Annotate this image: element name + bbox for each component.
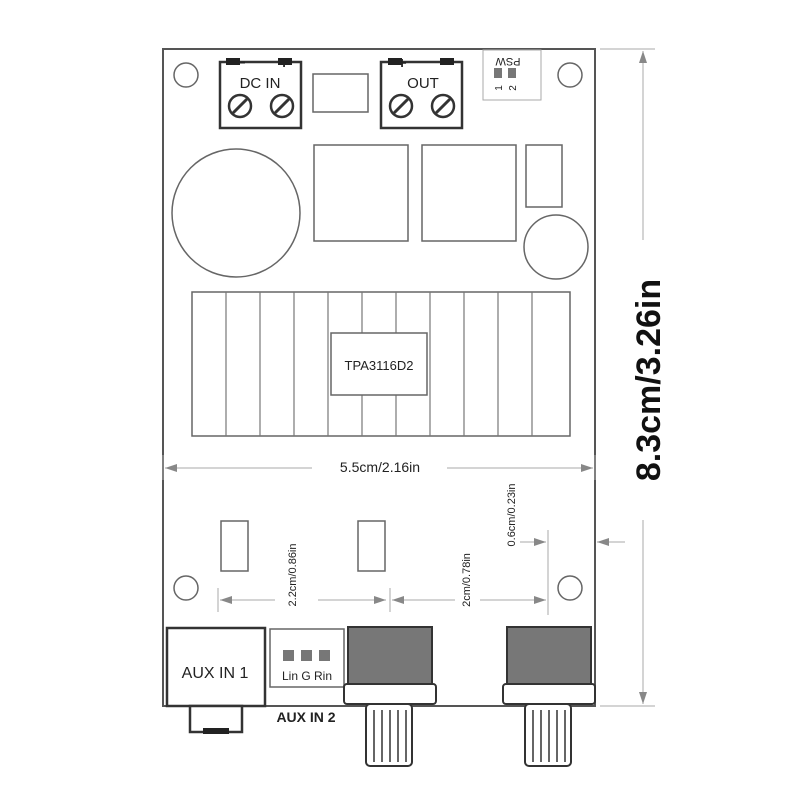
pot-gap-label: 2cm/0.78in [461,553,473,607]
lower-component-left [220,520,249,572]
pot-spacing-label: 2.2cm/0.86in [287,544,299,607]
psw-pin2: 2 [508,85,519,91]
heatsink: TPA3116D2 [191,291,571,437]
fuse-component [312,73,369,113]
out-label: OUT [407,75,439,92]
height-dimension-label: 8.3cm/3.26in [630,279,668,481]
large-capacitor [171,148,301,278]
pot-spacing-dimension: 2.2cm/0.86in [217,544,386,612]
potentiometer-right [502,626,596,767]
out-terminal: + − OUT [379,55,464,130]
dc-in-minus-sign: − [236,55,245,72]
lower-component-right [357,520,386,572]
width-dimension: 5.5cm/2.16in [162,455,596,480]
psw-label: PSW [495,55,521,67]
input-header: Lin G Rin [269,628,345,688]
chip-label: TPA3116D2 [345,358,414,373]
psw-pin1: 1 [494,85,505,91]
aux-in-2-label: AUX IN 2 [276,709,335,725]
mounting-hole-top-left [173,62,199,88]
mounting-hole-top-right [557,62,583,88]
header-pin-labels: Lin G Rin [282,669,332,683]
small-capacitor [523,214,589,280]
mounting-hole-bottom-left [173,575,199,601]
potentiometer-left [343,626,437,767]
pot-gap-dimension: 2cm/0.78in [389,553,546,612]
height-dimension: 8.3cm/3.26in [600,48,668,707]
mounting-hole-bottom-right [557,575,583,601]
out-minus-sign: − [441,55,450,72]
inductor-left [313,144,409,242]
psw-switch: PSW 1 2 [482,49,542,101]
dc-in-plus-sign: + [279,55,288,72]
edge-offset-dimension: 0.6cm/0.23in [506,484,625,615]
aux-in-1-jack: AUX IN 1 [165,626,267,734]
edge-offset-label: 0.6cm/0.23in [506,484,518,547]
small-component [525,144,563,208]
chip-label-box [330,332,428,396]
width-dimension-label: 5.5cm/2.16in [340,459,420,475]
dc-in-label: DC IN [240,75,281,92]
inductor-right [421,144,517,242]
out-plus-sign: + [397,55,406,72]
dc-in-terminal: − + DC IN [218,55,303,130]
aux-in-1-label: AUX IN 1 [182,665,249,682]
